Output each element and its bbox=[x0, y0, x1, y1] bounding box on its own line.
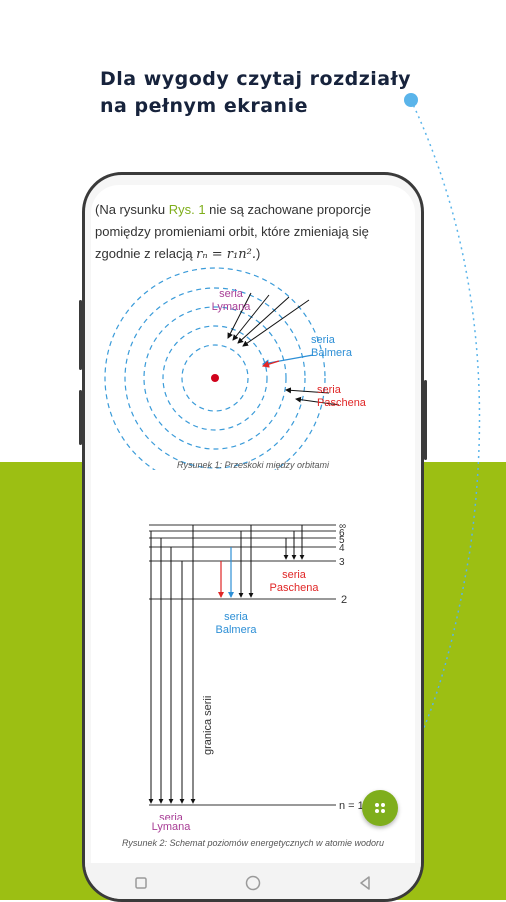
fullscreen-fab-button[interactable] bbox=[362, 790, 398, 826]
nucleus bbox=[211, 374, 219, 382]
figure1-caption: Rysunek 1: Przeskoki między orbitami bbox=[176, 460, 330, 470]
level-5: 5 bbox=[339, 535, 345, 546]
orbit-4 bbox=[124, 287, 306, 469]
fig2-balmer-label-1: seria bbox=[224, 611, 249, 623]
orbit-5 bbox=[104, 267, 326, 470]
grid-dots-icon bbox=[375, 803, 385, 813]
fig2-paschen-label-1: seria bbox=[282, 569, 307, 581]
fig2-paschen-label-2: Paschena bbox=[270, 582, 320, 594]
series-limit-label: granica serii bbox=[202, 696, 214, 755]
headline-line-2: na pełnym ekranie bbox=[100, 95, 308, 117]
energy-level-diagram: ∞ 6 5 4 3 2 n = 1 seria Paschena seria B… bbox=[148, 521, 364, 820]
headline-line-1: Dla wygody czytaj rozdziały bbox=[100, 68, 412, 90]
phone-frame: (Na rysunku Rys. 1 nie są zachowane prop… bbox=[82, 172, 424, 902]
level-4: 4 bbox=[339, 543, 345, 554]
level-2: 2 bbox=[341, 594, 347, 606]
phone-side-button-3 bbox=[424, 380, 427, 460]
fig1-paschen-label-2: Paschena bbox=[317, 397, 367, 409]
para-text-3: ) bbox=[255, 246, 261, 261]
level-1: n = 1 bbox=[339, 800, 364, 812]
nav-back-button[interactable] bbox=[335, 868, 395, 898]
fig1-lyman-label-2: Lymana bbox=[212, 301, 252, 313]
fig1-balmer-label-2: Balmera bbox=[311, 347, 353, 359]
nav-recent-button[interactable] bbox=[111, 868, 171, 898]
fig2-lyman-label-2: Lymana bbox=[151, 821, 191, 833]
level-3: 3 bbox=[339, 557, 345, 568]
android-nav-bar bbox=[85, 863, 421, 899]
level-inf: ∞ bbox=[339, 521, 346, 532]
triangle-back-icon bbox=[360, 876, 370, 890]
figure-link[interactable]: Rys. 1 bbox=[168, 202, 206, 217]
orbit-1 bbox=[181, 344, 249, 412]
phone-side-button-1 bbox=[79, 300, 82, 370]
fig1-lyman-label-1: seria bbox=[219, 288, 244, 300]
level-6: 6 bbox=[339, 528, 345, 539]
nav-home-button[interactable] bbox=[223, 868, 283, 898]
intro-paragraph: (Na rysunku Rys. 1 nie są zachowane prop… bbox=[95, 199, 411, 266]
fig2-balmer-label-2: Balmera bbox=[216, 624, 258, 636]
circle-icon bbox=[245, 875, 261, 891]
formula: rₙ = r₁n². bbox=[196, 247, 256, 262]
para-text-2: nie są zachowane proporcje pomiędzy prom… bbox=[95, 202, 372, 261]
fig2-lyman-label-1: seria bbox=[159, 812, 184, 820]
phone-screen[interactable]: (Na rysunku Rys. 1 nie są zachowane prop… bbox=[91, 185, 415, 875]
orbit-2 bbox=[162, 325, 268, 431]
para-text-1: (Na rysunku bbox=[95, 202, 169, 217]
promo-headline: Dla wygody czytaj rozdziały na pełnym ek… bbox=[100, 66, 440, 120]
orbit-diagram: seria Lymana seria Balmera seria Paschen… bbox=[104, 267, 367, 470]
fig1-balmer-label-1: seria bbox=[311, 334, 336, 346]
phone-side-button-2 bbox=[79, 390, 82, 445]
orbit-3 bbox=[143, 306, 287, 450]
fig1-paschen-label-1: seria bbox=[317, 384, 342, 396]
figure2-caption: Rysunek 2: Schemat poziomów energetyczny… bbox=[121, 838, 385, 848]
square-icon bbox=[135, 877, 147, 889]
